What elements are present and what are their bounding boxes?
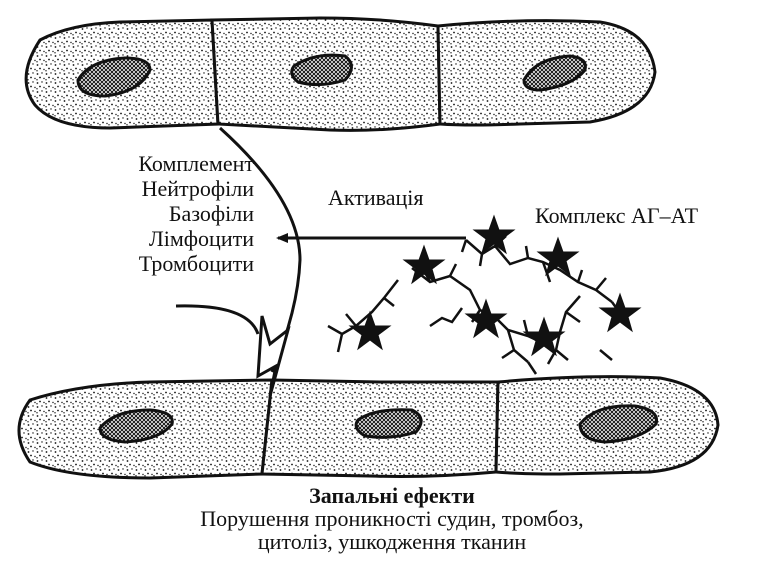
incoming-curved-line (176, 306, 258, 334)
antigen-star (350, 312, 390, 349)
effects-line-1: Порушення проникності судин, тромбоз, (0, 507, 784, 530)
mediator-lymphocytes: Лімфоцити (86, 226, 254, 251)
antigen-star (524, 318, 564, 355)
antigen-antibody-complex (328, 236, 622, 374)
antigen-star (466, 300, 506, 337)
bottom-cell-row (19, 377, 718, 478)
mediator-complement: Комплемент (86, 151, 254, 176)
effects-title: Запальні ефекти (0, 484, 784, 507)
top-cell-row (26, 18, 655, 130)
antigen-star (600, 294, 640, 331)
effects-line-2: цитоліз, ушкодження тканин (0, 530, 784, 553)
activation-label: Активація (328, 186, 424, 210)
effects-caption: Запальні ефекти Порушення проникності су… (0, 484, 784, 553)
mediator-platelets: Тромбоцити (86, 251, 254, 276)
mediator-list: Комплемент Нейтрофіли Базофіли Лімфоцити… (86, 151, 254, 276)
complex-label: Комплекс АГ–АТ (535, 204, 698, 228)
mediator-neutrophils: Нейтрофіли (86, 176, 254, 201)
mediator-basophils: Базофіли (86, 201, 254, 226)
